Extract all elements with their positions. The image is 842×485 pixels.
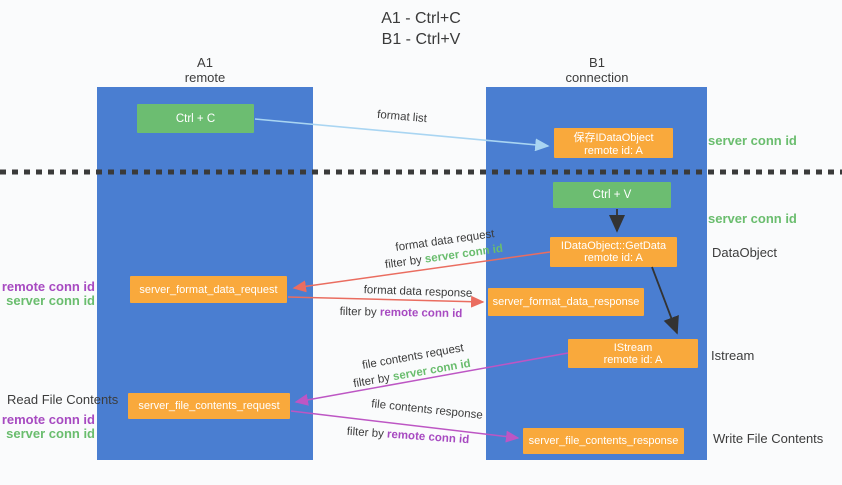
node-istream: IStream remote id: A — [568, 339, 698, 368]
node-ctrl-c-label: Ctrl + C — [175, 112, 216, 125]
node-server-format-data-response-label: server_format_data_response — [492, 296, 640, 308]
node-ctrl-v-label: Ctrl + V — [592, 189, 632, 201]
label-format-list: format list — [376, 108, 428, 126]
label-format-data-response: format data response — [363, 284, 473, 300]
label-istream: Istream — [711, 348, 755, 363]
right-column-header: B1 connection — [527, 55, 667, 85]
label-server-conn-id-file: server conn id — [6, 426, 95, 441]
label-server-conn-id-top: server conn id — [708, 133, 797, 148]
label-server-conn-id-mid: server conn id — [708, 211, 797, 226]
left-column-name: A1 — [197, 55, 213, 70]
node-server-format-data-response: server_format_data_response — [488, 288, 644, 316]
node-server-format-data-request: server_format_data_request — [130, 276, 287, 303]
title-line-1: A1 - Ctrl+C — [381, 10, 461, 27]
node-ctrl-v: Ctrl + V — [553, 182, 671, 208]
node-istream-line2: remote id: A — [603, 353, 663, 366]
left-column-role: remote — [184, 70, 226, 85]
node-getdata-line2: remote id: A — [584, 252, 643, 264]
node-getdata-line1: IDataObject::GetData — [560, 240, 667, 252]
node-save-dataobject: 保存IDataObject remote id: A — [554, 128, 673, 158]
label-dataobject: DataObject — [712, 245, 778, 260]
diagram-title: A1 - Ctrl+C B1 - Ctrl+V — [289, 8, 553, 50]
label-file-contents-response: file contents response — [370, 398, 484, 422]
node-server-format-data-request-label: server_format_data_request — [139, 283, 278, 296]
label-remote-conn-id-file: remote conn id — [1, 412, 95, 427]
right-column-role: connection — [565, 70, 629, 85]
left-column-header: A1 remote — [135, 55, 275, 85]
label-server-conn-id-format: server conn id — [6, 293, 95, 308]
node-server-file-contents-response-label: server_file_contents_response — [528, 435, 679, 447]
right-column-name: B1 — [589, 55, 605, 70]
node-server-file-contents-request: server_file_contents_request — [128, 393, 290, 419]
node-server-file-contents-request-label: server_file_contents_request — [138, 400, 280, 412]
label-remote-conn-id-format: remote conn id — [1, 279, 95, 294]
node-ctrl-c: Ctrl + C — [137, 104, 254, 133]
node-save-dataobject-line2: remote id: A — [584, 145, 643, 157]
label-filter-by-remote-conn-id-format: filter by remote conn id — [339, 305, 463, 321]
label-write-file-contents: Write File Contents — [713, 431, 824, 446]
node-server-file-contents-response: server_file_contents_response — [523, 428, 684, 454]
label-filter-by-remote-conn-id-file: filter by remote conn id — [346, 425, 470, 447]
title-line-2: B1 - Ctrl+V — [381, 31, 461, 48]
node-istream-line1: IStream — [613, 341, 653, 354]
node-save-dataobject-line1: 保存IDataObject — [573, 132, 654, 144]
node-getdata: IDataObject::GetData remote id: A — [550, 237, 677, 267]
label-read-file-contents: Read File Contents — [7, 392, 119, 407]
